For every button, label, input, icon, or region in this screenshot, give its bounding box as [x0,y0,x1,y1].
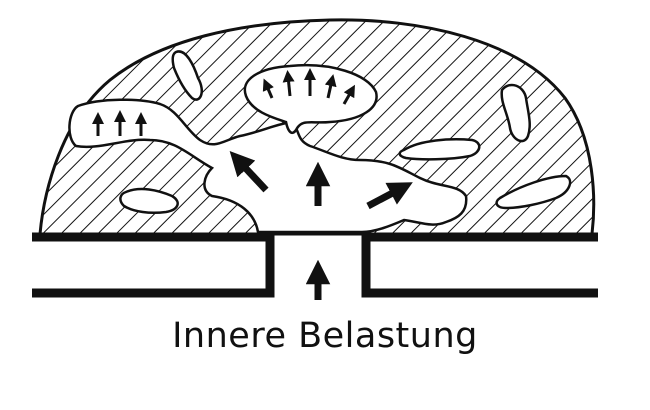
base-left-plate [32,232,275,298]
void-right-vertical [500,83,531,143]
large-pressure-arrows [229,151,413,300]
small-arrow [262,78,274,99]
void-top-left [171,50,203,101]
diagram-caption: Innere Belastung [172,316,478,356]
void-right-lower [495,174,572,210]
small-arrows-upper-pocket [262,68,355,105]
small-arrow [282,70,295,97]
small-arrow [342,84,355,105]
void-lower-left [119,187,179,214]
small-arrows-left-pocket [92,110,147,136]
upper-pocket [243,64,378,134]
arrow-right-diagonal [366,182,413,210]
central-cavity [68,98,468,234]
arrow-left-diagonal [229,151,269,193]
void-right-middle [398,138,481,161]
base-right-plate [361,232,598,298]
small-arrow [324,74,337,99]
